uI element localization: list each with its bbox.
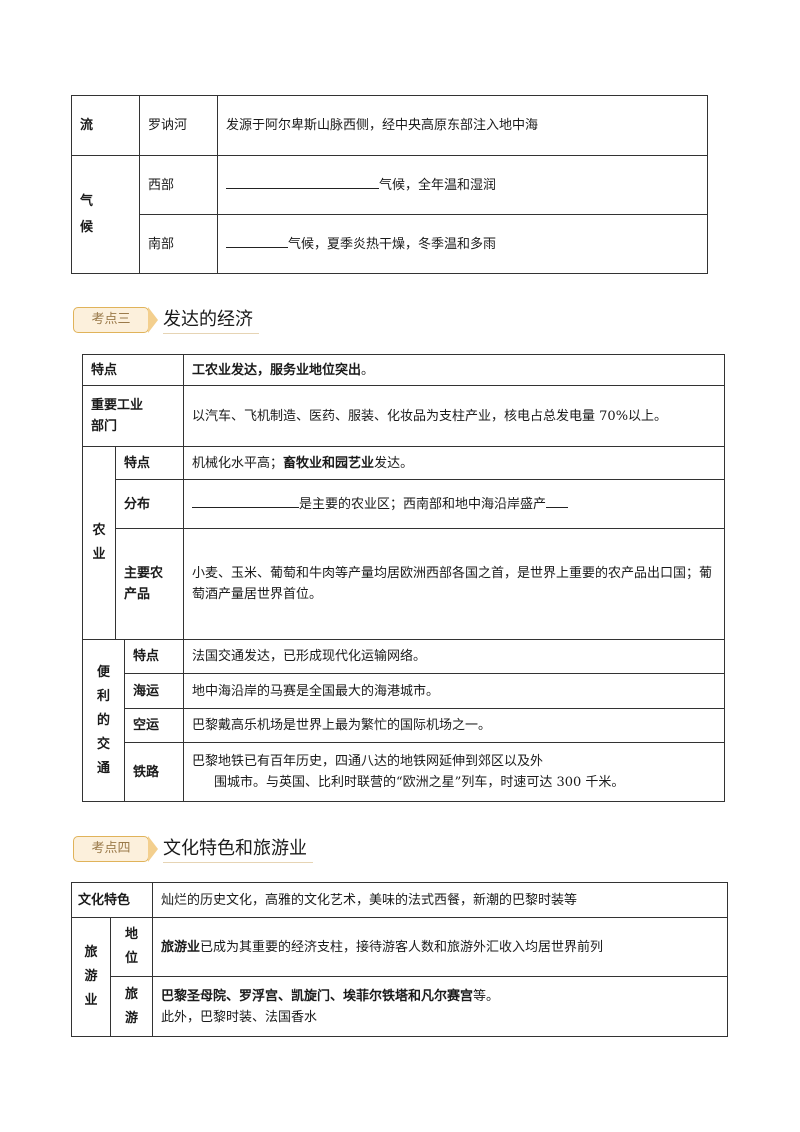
agri-distribution-text: 是主要的农业区；西南部和地中海沿岸盛产 xyxy=(183,479,725,529)
agri-feature-text: 机械化水平高；畜牧业和园艺业发达。 xyxy=(183,446,725,480)
section-tag: 考点三 xyxy=(73,307,149,333)
economy-table: 特点 工农业发达，服务业地位突出。 重要工业 部门 以汽车、飞机制造、医药、服装… xyxy=(81,354,725,802)
geography-table: 流 罗讷河 发源于阿尔卑斯山脉西侧，经中央高原东部注入地中海 气 候 西部 气候… xyxy=(71,95,708,274)
climate-west-text: 气候，全年温和湿润 xyxy=(217,155,708,215)
fill-blank[interactable] xyxy=(226,174,379,189)
sea-text: 地中海沿岸的马赛是全国最大的海港城市。 xyxy=(183,673,725,709)
industry-text: 以汽车、飞机制造、医药、服装、化妆品为支柱产业，核电占总发电量 70%以上。 xyxy=(183,385,725,447)
agri-feature-head: 特点 xyxy=(114,446,185,480)
section-heading-4: 考点四 文化特色和旅游业 xyxy=(73,836,393,863)
river-head: 流 xyxy=(71,95,140,156)
climate-south-text: 气候，夏季炎热干燥，冬季温和多雨 xyxy=(217,214,708,274)
fill-blank[interactable] xyxy=(226,233,288,248)
river-name: 罗讷河 xyxy=(139,95,218,156)
agri-distribution-head: 分布 xyxy=(114,479,185,529)
tourism-head: 旅游业 xyxy=(71,917,111,1037)
sea-head: 海运 xyxy=(123,673,185,709)
fill-blank[interactable] xyxy=(546,493,569,508)
transport-feature-head: 特点 xyxy=(123,639,185,674)
agriculture-head: 农业 xyxy=(82,446,116,640)
culture-head: 文化特色 xyxy=(70,882,154,918)
air-text: 巴黎戴高乐机场是世界上最为繁忙的国际机场之一。 xyxy=(183,708,725,743)
status-head: 地位 xyxy=(109,917,154,977)
feature-text: 工农业发达，服务业地位突出。 xyxy=(183,354,725,386)
culture-text: 灿烂的历史文化，高雅的文化艺术，美味的法式西餐，新潮的巴黎时装等 xyxy=(152,882,728,918)
river-description: 发源于阿尔卑斯山脉西侧，经中央高原东部注入地中海 xyxy=(217,95,708,156)
feature-head: 特点 xyxy=(81,354,185,386)
tag-arrow-icon xyxy=(148,836,158,862)
tour-text: 巴黎圣母院、罗浮宫、凯旋门、埃菲尔铁塔和凡尔赛宫等。 此外，巴黎时装、法国香水 xyxy=(152,976,728,1037)
air-head: 空运 xyxy=(123,708,185,743)
agri-products-text: 小麦、玉米、葡萄和牛肉等产量均居欧洲西部各国之首，是世界上重要的农产品出口国；葡… xyxy=(183,528,725,640)
tag-arrow-icon xyxy=(148,307,158,333)
fill-blank[interactable] xyxy=(192,493,300,508)
tour-sub-head: 旅游 xyxy=(109,976,154,1037)
culture-tourism-table: 文化特色 灿烂的历史文化，高雅的文化艺术，美味的法式西餐，新潮的巴黎时装等 旅游… xyxy=(70,882,728,1037)
section-title: 文化特色和旅游业 xyxy=(163,836,313,863)
climate-west-label: 西部 xyxy=(139,155,218,215)
climate-south-label: 南部 xyxy=(139,214,218,274)
agri-products-head: 主要农 产品 xyxy=(114,528,185,640)
rail-head: 铁路 xyxy=(123,742,185,802)
status-text: 旅游业已成为其重要的经济支柱，接待游客人数和旅游外汇收入均居世界前列 xyxy=(152,917,728,977)
transport-head: 便利的交通 xyxy=(82,639,125,802)
transport-feature-text: 法国交通发达，已形成现代化运输网络。 xyxy=(183,639,725,674)
section-title: 发达的经济 xyxy=(163,307,259,334)
section-heading-3: 考点三 发达的经济 xyxy=(73,307,373,334)
climate-head: 气 候 xyxy=(71,155,140,274)
industry-head: 重要工业 部门 xyxy=(81,385,185,447)
rail-text: 巴黎地铁已有百年历史，四通八达的地铁网延伸到郊区以及外 围城市。与英国、比利时联… xyxy=(183,742,725,802)
section-tag: 考点四 xyxy=(73,836,149,862)
